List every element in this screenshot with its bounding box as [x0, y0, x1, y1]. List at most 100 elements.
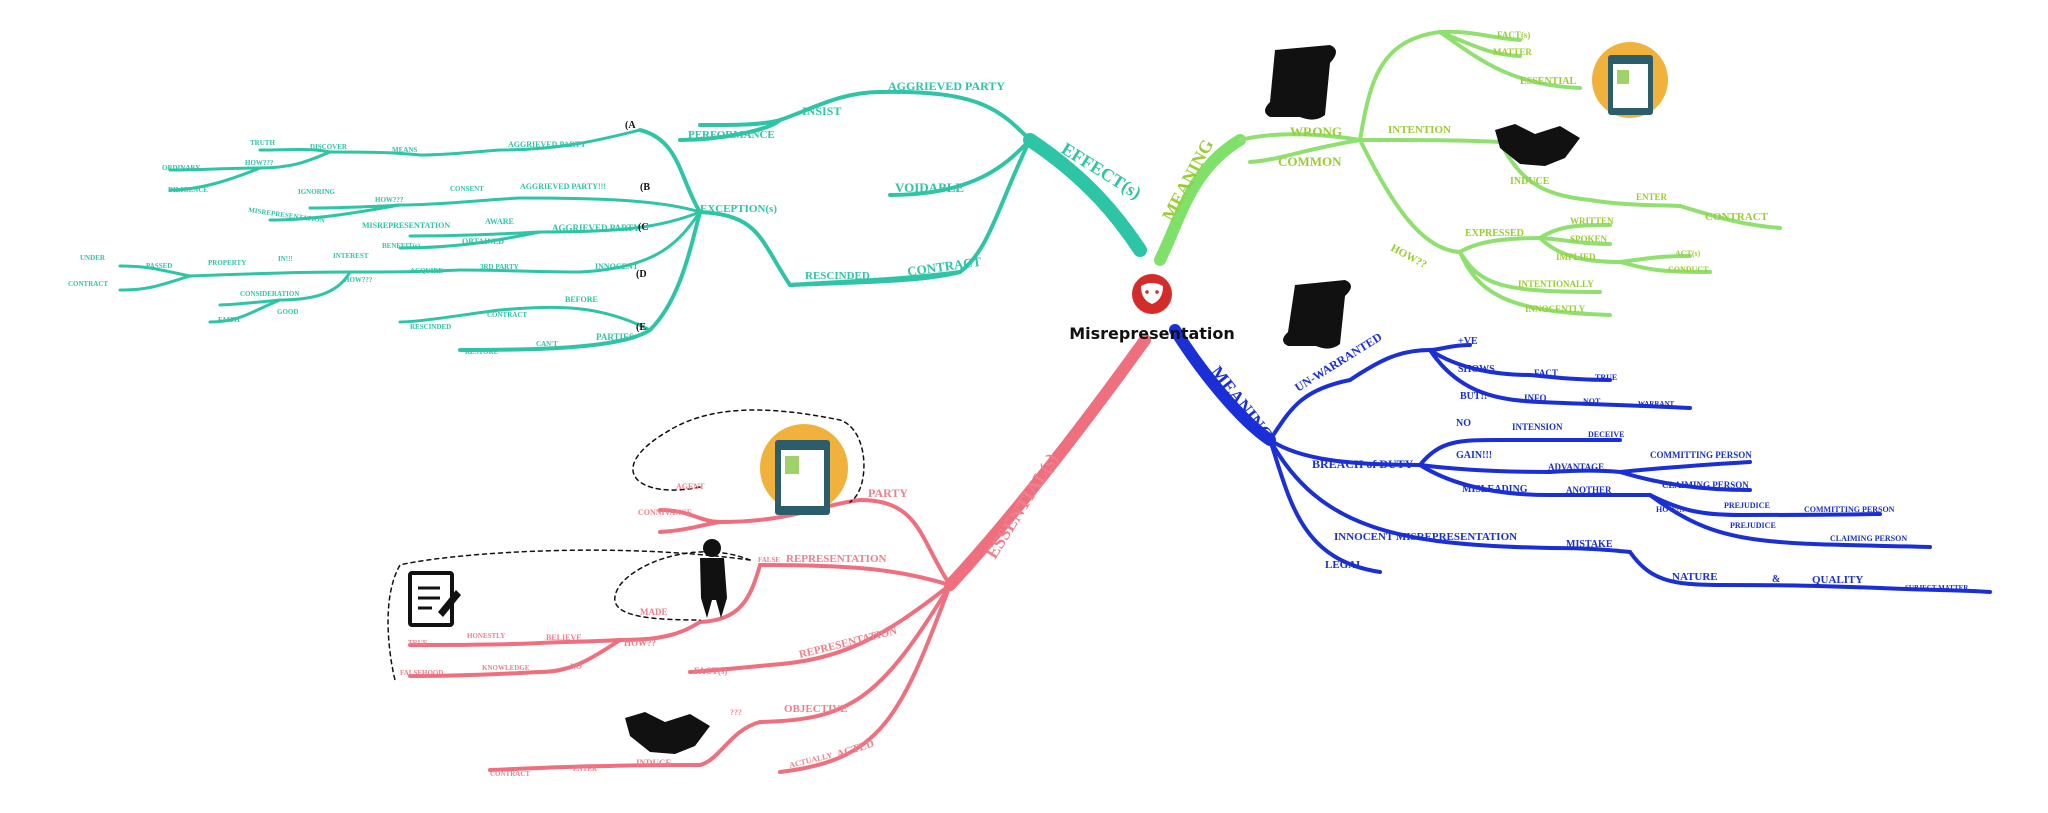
node-label: CONTRACT [487, 311, 527, 319]
node-label: WRITTEN [1570, 216, 1614, 226]
node-label: OBTAINED [462, 237, 504, 246]
node-label: IGNORING [298, 188, 336, 196]
node-label: REPRESENTATION [798, 625, 898, 661]
node-label: (B [640, 182, 650, 193]
node-label: ORDINARY [162, 164, 200, 172]
node-label: INSIST [802, 104, 841, 118]
node-label: HOW?? [1389, 242, 1429, 271]
node-label: VOIDABLE [895, 180, 964, 195]
node-label: AGGRIEVED PARTY!!! [520, 182, 606, 191]
node-label: IN!!! [278, 255, 293, 263]
node-label: SUBJECT MATTER [1905, 584, 1969, 592]
node-label: EXCEPTION(s) [700, 203, 777, 215]
node-label: (D [636, 269, 647, 280]
node-label: SHOWS [1458, 364, 1495, 375]
node-label: HOW??? [375, 196, 404, 204]
node-label: AGGRIEVED PARTY [552, 223, 640, 233]
node-label: ESSENTIAL [1520, 76, 1576, 87]
node-label: ACQUIRE [410, 267, 443, 275]
node-label: MISLEADING [1462, 484, 1528, 495]
node-label: COMMITTING PERSON [1804, 505, 1895, 514]
node-label: INTENSION [1512, 422, 1563, 432]
node-label: ENTER [573, 765, 598, 773]
clipboard-icon [760, 424, 848, 515]
node-label: FACT(s) [694, 666, 727, 676]
node-label: EXPRESSED [1465, 228, 1524, 239]
handshake-icon [625, 712, 710, 754]
center-node: Misrepresentation [1069, 274, 1235, 343]
node-label: TRUE [408, 639, 428, 647]
node-label: GAIN!!! [1456, 450, 1492, 461]
node-label: CLAIMING PERSON [1662, 480, 1749, 490]
node-label: PREJUDICE [1730, 521, 1776, 530]
meaning-blue-label: MEANING [1207, 362, 1278, 444]
node-label: CONSENT [450, 185, 484, 193]
node-label: CONDUCT [1668, 265, 1709, 274]
node-label: AWARE [485, 217, 514, 226]
node-label: BREACH of DUTY [1312, 457, 1414, 471]
node-label: (C [638, 222, 649, 233]
node-label: & [1772, 574, 1780, 585]
branch-lines [118, 29, 1992, 774]
node-label: ADVANTAGE [1548, 462, 1604, 472]
node-label: DILIGENCE [168, 186, 208, 194]
node-label: CONTRACT [68, 280, 108, 288]
node-label: INTENTION [1388, 124, 1451, 136]
node-label: COMMITTING PERSON [1650, 450, 1752, 460]
node-label: FALSEHOOD [400, 669, 443, 677]
node-label: INNOCENT [595, 262, 639, 271]
node-label: TRUTH [250, 139, 275, 147]
node-label: NO [1456, 418, 1471, 429]
scroll-icon [1265, 45, 1336, 120]
node-label: ANOTHER [1566, 485, 1612, 495]
effects-branch: AGGRIEVED PARTY INSIST PERFORMANCE VOIDA… [68, 79, 1005, 356]
node-label: NATURE [1672, 571, 1718, 583]
node-label: INTEREST [333, 252, 369, 260]
person-in-suit-icon [700, 539, 727, 618]
node-label: MEANS [392, 146, 417, 154]
node-label: INNOCENT MISREPRESENTATION [1334, 531, 1517, 543]
node-label: HOW!!! [1656, 505, 1684, 514]
node-label: ACTED [835, 738, 875, 761]
node-label: HOW??? [245, 159, 274, 167]
scroll-icon [1283, 280, 1351, 349]
node-label: PASSED [146, 262, 172, 270]
node-label: MISTAKE [1566, 539, 1613, 550]
node-label: WRONG [1290, 124, 1342, 139]
node-label: PARTY [868, 486, 908, 500]
node-label: INTENTIONALLY [1518, 279, 1594, 289]
node-label: RESCINDED [805, 270, 870, 282]
node-label: FACT [1534, 368, 1558, 378]
node-label: CONSIDERATION [240, 290, 299, 298]
node-label: PREJUDICE [1724, 501, 1770, 510]
node-label: INDUCE [636, 758, 672, 768]
node-label: +VE [1458, 336, 1478, 347]
node-label: RESCINDED [410, 323, 451, 331]
node-label: HOW?? [624, 638, 656, 648]
node-label: AGGRIEVED PARTY [508, 140, 586, 149]
essentials-label: ESSENTIAL(s) [981, 450, 1062, 563]
node-label: QUALITY [1812, 574, 1863, 586]
node-label: PARTIES [596, 332, 634, 342]
node-label: INNOCENTLY [1525, 304, 1586, 314]
node-label: WARRANT [1638, 400, 1675, 408]
node-label: CLAIMING PERSON [1830, 534, 1907, 543]
node-label: PROPERTY [208, 259, 246, 267]
clipboard-icon [1592, 42, 1668, 118]
node-label: ENTER [1636, 192, 1668, 202]
center-title: Misrepresentation [1069, 324, 1235, 343]
node-label: 3RD PARTY [480, 263, 519, 271]
node-label: NO [570, 662, 582, 671]
node-label: HONESTLY [467, 632, 505, 640]
node-label: MADE [640, 607, 668, 617]
node-label: REPRESENTATION [786, 553, 887, 565]
node-label: MISREPRESENTATION [362, 221, 450, 230]
node-label: CAN'T [536, 340, 558, 348]
node-label: OBJECTIVE [784, 703, 848, 715]
node-label: CONTRACT [490, 770, 530, 778]
node-label: NOT [1583, 397, 1601, 406]
node-label: AGGRIEVED PARTY [888, 79, 1005, 93]
node-label: INDUCE [1510, 176, 1550, 187]
node-label: BENEFIT(s) [382, 242, 421, 250]
node-label: FACT(s) [1497, 30, 1530, 40]
